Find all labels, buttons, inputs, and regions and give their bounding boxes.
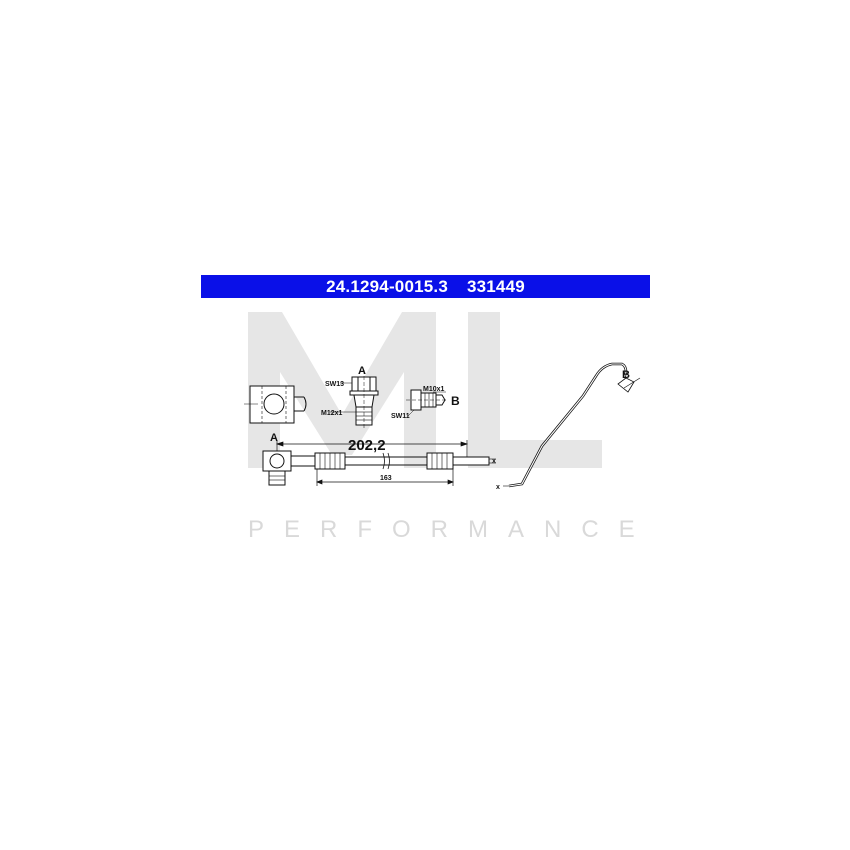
dimension-lines — [275, 440, 469, 486]
label-end-a: A — [270, 432, 278, 444]
header-bar: 24.1294-0015.3 331449 — [201, 275, 650, 298]
label-m10x1: M10x1 — [423, 386, 445, 393]
label-detail-a: A — [358, 365, 366, 377]
label-sw11: SW11 — [391, 413, 410, 420]
part-number-title: 24.1294-0015.3 331449 — [201, 275, 650, 298]
label-end-b: B — [622, 369, 630, 381]
bent-brake-line — [503, 362, 641, 488]
drawing-labels: A SW13 M12x1 M10x1 B SW11 A B 202,2 163 … — [270, 365, 630, 491]
brake-hose-side-view — [262, 450, 496, 486]
dimension-hose-length: 163 — [380, 475, 392, 482]
reference-number: 331449 — [466, 277, 525, 296]
label-sw13: SW13 — [325, 381, 344, 388]
detail-a-banjo-bolt — [330, 370, 379, 430]
label-detail-b: B — [451, 394, 460, 408]
dimension-overall-length: 202,2 — [348, 437, 386, 454]
banjo-top-view — [244, 385, 307, 424]
label-x-bottom: x — [496, 484, 500, 491]
part-number: 24.1294-0015.3 — [326, 277, 449, 296]
label-m12x1: M12x1 — [321, 410, 343, 417]
detail-b-tube-nut — [406, 389, 448, 417]
label-x-top: x — [492, 458, 496, 465]
